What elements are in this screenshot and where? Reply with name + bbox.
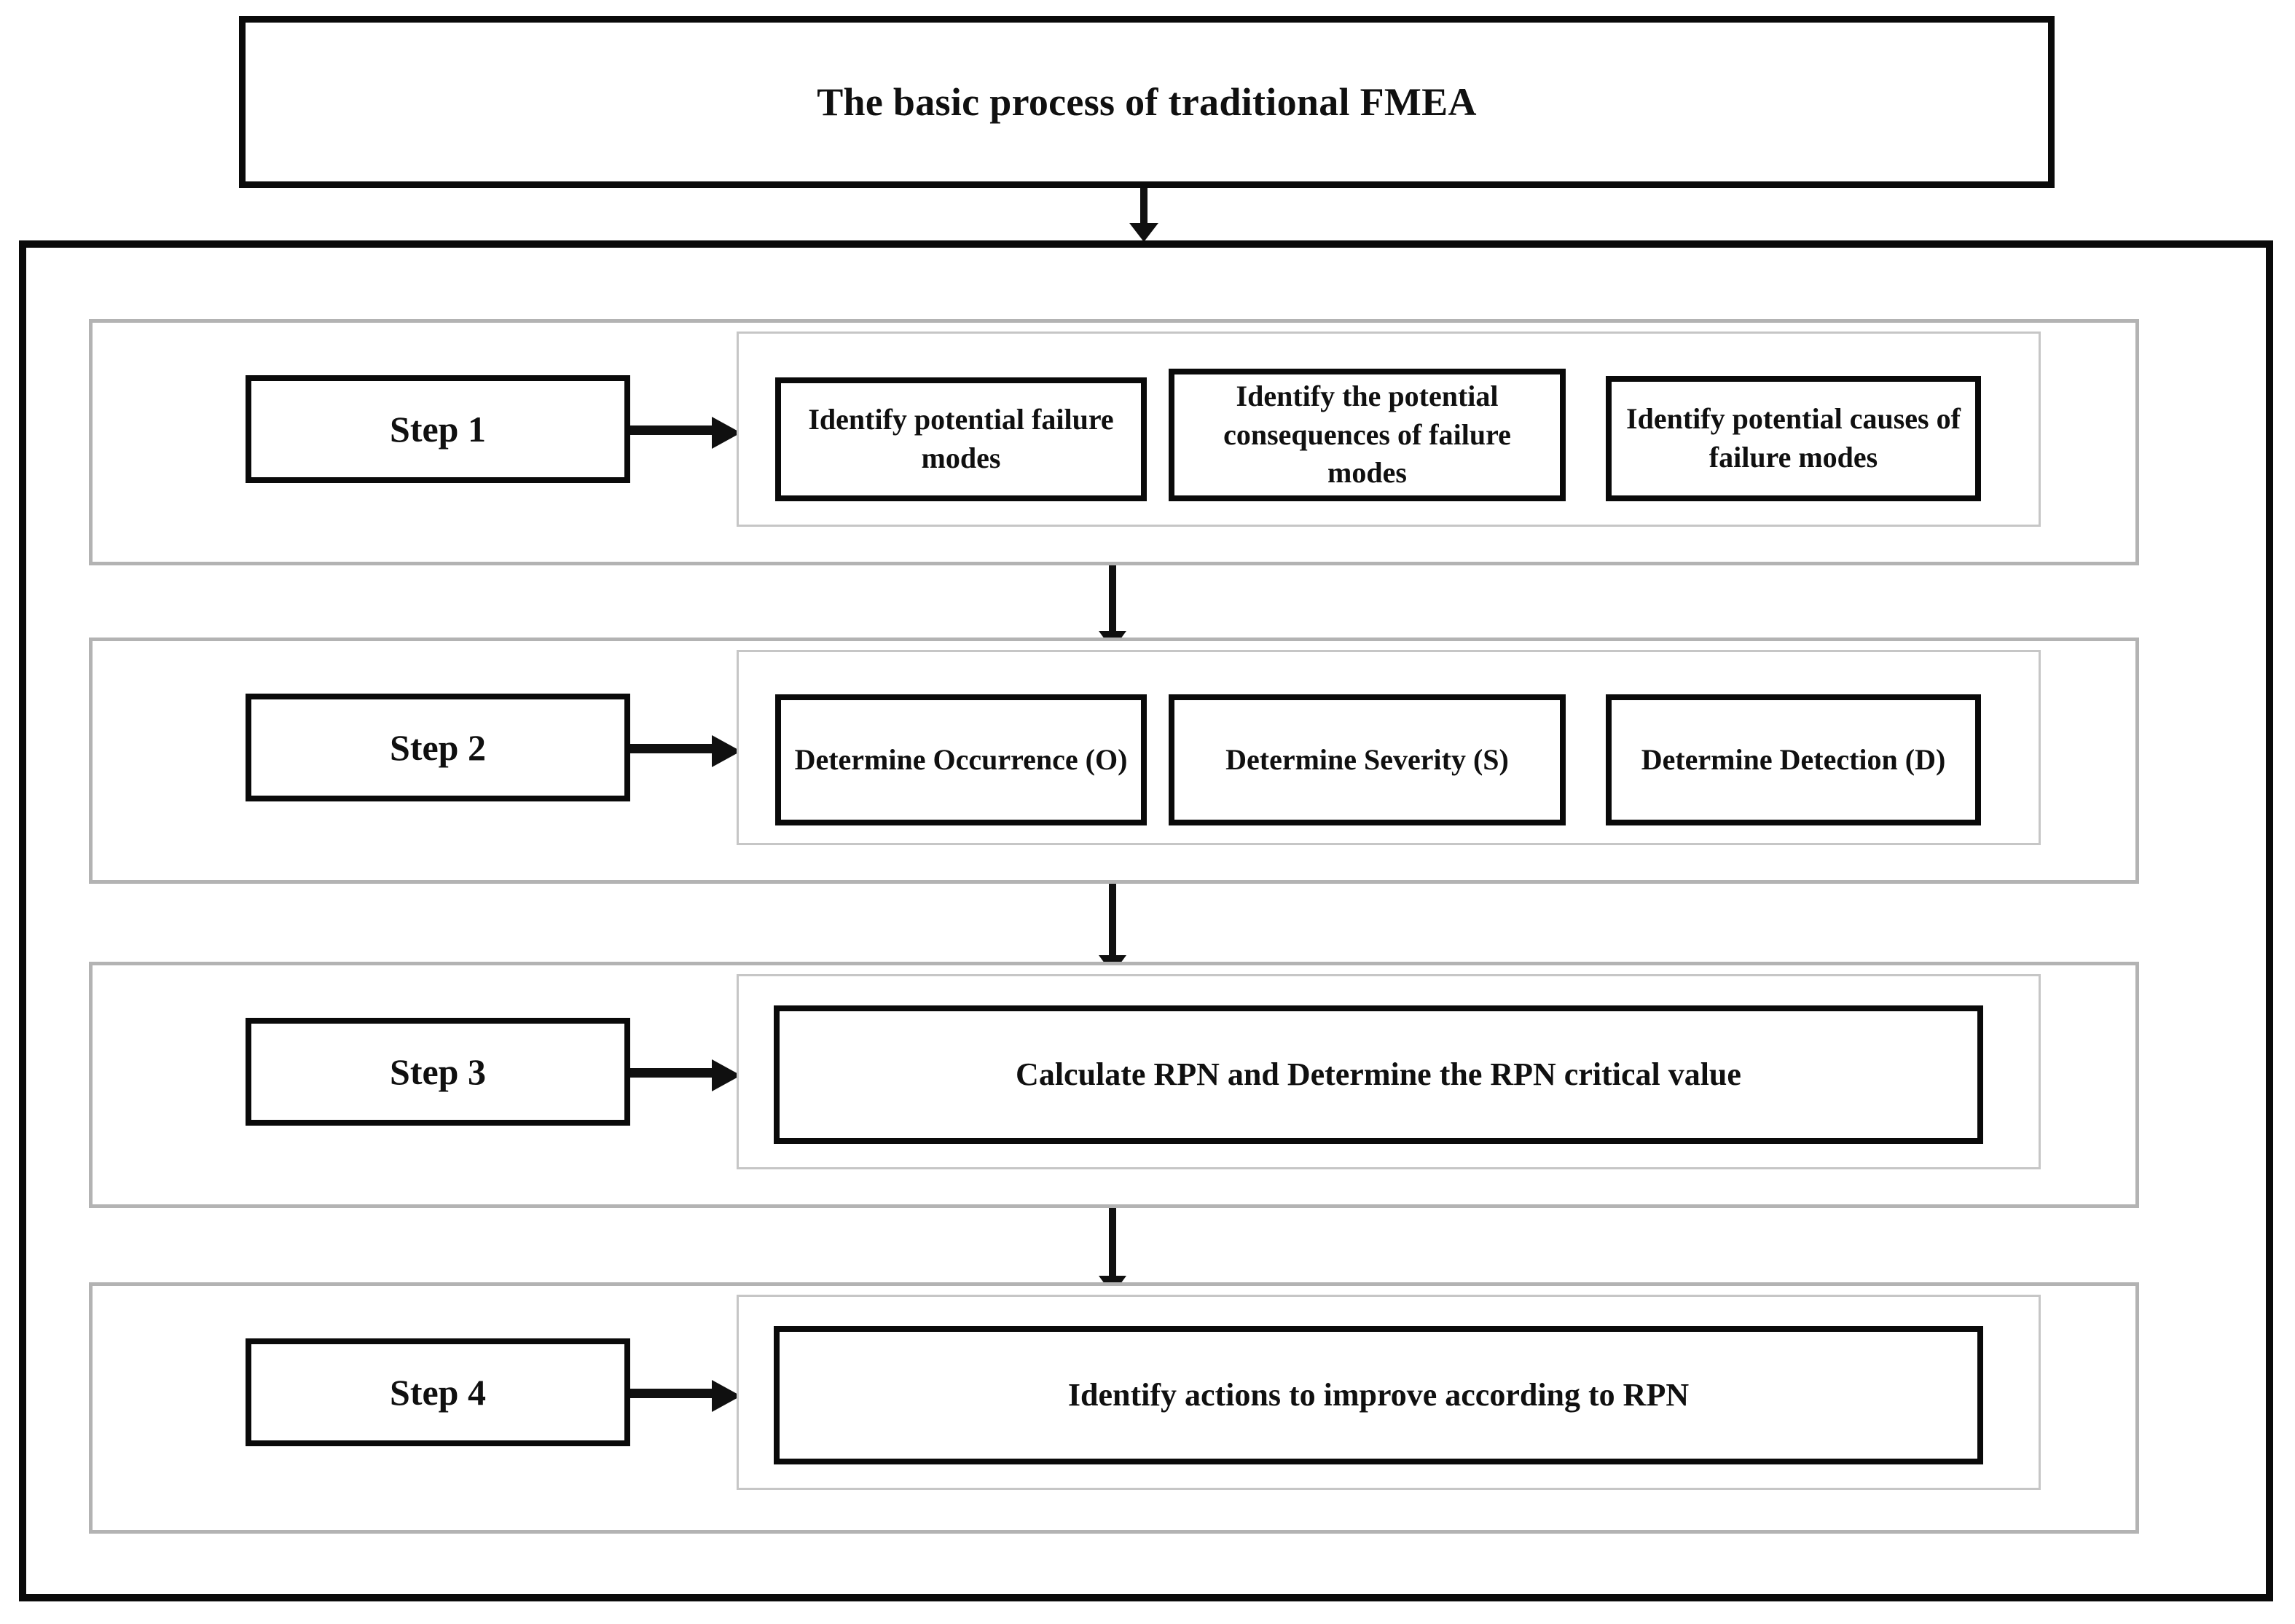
step-row-4: Step 4 Identify actions to improve accor… [89,1282,2139,1534]
step-1-box-3-text: Identify potential causes of failure mod… [1626,402,1961,474]
arrow-shaft [630,1389,716,1398]
arrow-head-down-icon [1129,223,1158,242]
arrow-shaft [1109,884,1116,962]
step-2-box-3[interactable]: Determine Detection (D) [1606,694,1981,825]
step-4-box-1-text: Identify actions to improve according to… [1067,1376,1690,1413]
step-1-box-1[interactable]: Identify potential failure modes [775,377,1147,501]
step-2-content-panel: Determine Occurrence (O) Determine Sever… [737,650,2041,845]
arrow-shaft [630,1068,716,1078]
step-4-label: Step 4 [390,1372,486,1413]
step-2-label-box[interactable]: Step 2 [246,694,630,801]
arrow-head-right-icon [712,417,741,449]
step-row-2: Step 2 Determine Occurrence (O) Determin… [89,638,2139,884]
arrow-step-4-to-content [630,1380,744,1412]
step-2-box-2-text: Determine Severity (S) [1225,742,1509,776]
step-1-content-panel: Identify potential failure modes Identif… [737,332,2041,527]
diagram-title-text: The basic process of traditional FMEA [817,80,1477,124]
step-2-box-3-text: Determine Detection (D) [1641,742,1946,776]
step-2-box-2[interactable]: Determine Severity (S) [1169,694,1566,825]
step-2-box-1[interactable]: Determine Occurrence (O) [775,694,1147,825]
step-3-box-1-text: Calculate RPN and Determine the RPN crit… [1016,1056,1741,1092]
step-row-3: Step 3 Calculate RPN and Determine the R… [89,962,2139,1208]
arrow-step-2-to-content [630,735,744,767]
step-4-box-1[interactable]: Identify actions to improve according to… [774,1326,1983,1464]
arrow-head-right-icon [712,1059,741,1091]
step-3-box-1[interactable]: Calculate RPN and Determine the RPN crit… [774,1005,1983,1144]
arrow-shaft [1109,1208,1116,1282]
step-1-label-box[interactable]: Step 1 [246,375,630,483]
step-row-1: Step 1 Identify potential failure modes … [89,319,2139,565]
step-1-box-2-text: Identify the potential consequences of f… [1223,379,1511,490]
step-4-label-box[interactable]: Step 4 [246,1338,630,1446]
step-1-box-3[interactable]: Identify potential causes of failure mod… [1606,376,1981,501]
arrow-head-right-icon [712,1380,741,1412]
arrow-shaft [630,744,716,753]
arrow-step-1-to-content [630,417,744,449]
step-1-box-2[interactable]: Identify the potential consequences of f… [1169,369,1566,501]
step-3-label: Step 3 [390,1051,486,1092]
step-3-content-panel: Calculate RPN and Determine the RPN crit… [737,974,2041,1169]
step-2-box-1-text: Determine Occurrence (O) [794,742,1128,776]
arrow-step-3-to-content [630,1059,744,1091]
arrow-shaft [1140,188,1148,226]
step-3-label-box[interactable]: Step 3 [246,1018,630,1126]
step-4-content-panel: Identify actions to improve according to… [737,1295,2041,1490]
step-2-label: Step 2 [390,727,486,768]
arrow-shaft [1109,565,1116,638]
arrow-head-right-icon [712,735,741,767]
arrow-shaft [630,425,716,435]
diagram-title-box: The basic process of traditional FMEA [239,16,2055,188]
step-1-box-1-text: Identify potential failure modes [808,403,1114,474]
process-container: Step 1 Identify potential failure modes … [19,240,2273,1601]
step-1-label: Step 1 [390,409,486,450]
